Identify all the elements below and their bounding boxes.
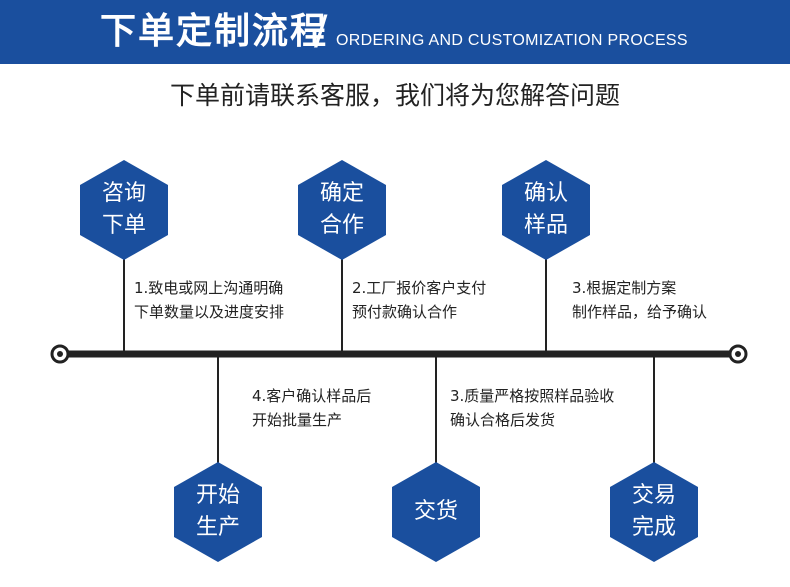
- timeline-end-left: [50, 344, 70, 364]
- step-node-3-label: 确认 样品: [523, 181, 568, 238]
- step-node-3: 确认 样品: [502, 160, 590, 260]
- step-node-1-label: 咨询 下单: [101, 181, 146, 238]
- step-node-6-label: 交易 完成: [631, 483, 676, 540]
- step-node-4-label: 开始 生产: [195, 483, 240, 540]
- step-node-5-label: 交货: [413, 499, 458, 524]
- step-1-description: 1.致电或网上沟通明确 下单数量以及进度安排: [134, 279, 285, 321]
- tagline: 下单前请联系客服，我们将为您解答问题: [169, 81, 620, 110]
- step-4-description: 4.客户确认样品后 开始批量生产: [252, 387, 372, 429]
- step-node-2-label: 确定 合作: [319, 181, 364, 238]
- step-node-6: 交易 完成: [610, 462, 698, 562]
- step-2-description: 2.工厂报价客户支付 预付款确认合作: [352, 279, 487, 321]
- header-banner: 下单定制流程 / ORDERING AND CUSTOMIZATION PROC…: [0, 0, 790, 64]
- header-slash: /: [314, 8, 328, 54]
- header-title-cn: 下单定制流程: [100, 11, 329, 52]
- step-3-description: 3.根据定制方案 制作样品，给予确认: [572, 279, 708, 321]
- header-title-en: ORDERING AND CUSTOMIZATION PROCESS: [336, 32, 688, 49]
- timeline-end-right: [728, 344, 748, 364]
- step-5-description: 3.质量严格按照样品验收 确认合格后发货: [450, 387, 615, 429]
- step-node-4: 开始 生产: [174, 462, 262, 562]
- step-node-1: 咨询 下单: [80, 160, 168, 260]
